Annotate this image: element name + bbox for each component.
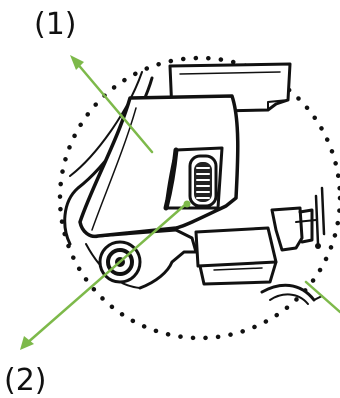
leader-2-origin-dot bbox=[183, 200, 191, 208]
leader-line-right bbox=[304, 280, 340, 314]
callout-label-1: (1) bbox=[34, 7, 77, 42]
arrow-icon bbox=[70, 55, 84, 70]
right-lower-block bbox=[194, 226, 278, 268]
right-tab bbox=[270, 206, 304, 252]
right-clip bbox=[298, 208, 314, 244]
arrow-icon bbox=[20, 336, 34, 350]
switch-recess-shadow bbox=[163, 147, 179, 211]
leader-line-1 bbox=[74, 60, 154, 154]
bottom-bracket bbox=[96, 228, 198, 290]
right-post bbox=[314, 194, 320, 246]
round-knob-inner bbox=[106, 248, 134, 276]
top-block-inner-line bbox=[179, 71, 281, 75]
cable-curve-2 bbox=[269, 293, 309, 305]
right-post-dot bbox=[315, 243, 321, 249]
device-sketch bbox=[63, 62, 292, 246]
slide-switch-icon bbox=[188, 154, 218, 208]
right-post-2 bbox=[320, 186, 326, 236]
right-clip-line bbox=[295, 219, 317, 223]
switch-ribs bbox=[196, 167, 210, 199]
lower-mechanics bbox=[85, 186, 326, 305]
body-inner-curve bbox=[69, 71, 143, 177]
dotted-detail-circle bbox=[57, 55, 340, 341]
right-lower-grip bbox=[213, 267, 263, 271]
top-block-step bbox=[267, 99, 289, 111]
cable-end bbox=[313, 295, 323, 301]
leader-lines bbox=[20, 55, 340, 350]
leader-line-2 bbox=[24, 202, 188, 346]
right-lower-base bbox=[198, 260, 278, 286]
front-panel-inner-edge bbox=[91, 107, 137, 231]
callout-label-2: (2) bbox=[4, 363, 47, 398]
cable-curve bbox=[260, 283, 316, 302]
